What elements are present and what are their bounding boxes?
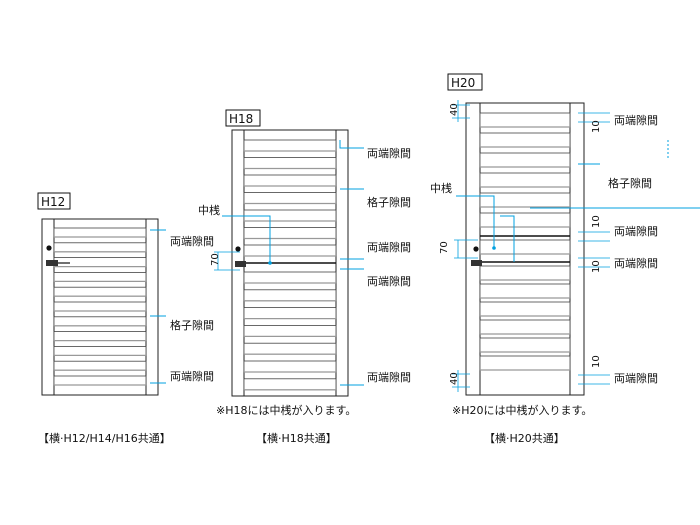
h20-slat: [479, 112, 571, 128]
h18-nakasan-label: 中桟: [198, 203, 220, 217]
h12-slats: [53, 227, 147, 386]
h18-slat: [243, 227, 337, 239]
h12-slat: [53, 345, 147, 356]
h12-slat: [53, 271, 147, 282]
h20-note: ※H20には中桟が入ります。: [452, 403, 592, 417]
h20-right-stile: [569, 102, 585, 396]
h12-ryotan-top-label: 両端隙間: [170, 234, 214, 248]
h18-slat: [243, 157, 337, 169]
gate-h18: H18 中桟 70 両端隙間 格子隙間 両端隙間 両端隙間 両端隙間 ※H18に…: [198, 109, 411, 445]
gate-h12: H12 両端隙間 格子隙間 両端隙間 【横·H12/H14/H16共通】: [37, 192, 214, 445]
h18-slat: [243, 192, 337, 204]
h12-slat: [53, 286, 147, 297]
h20-caption: 【横·H20共通】: [484, 431, 565, 445]
h20-dim-10-2: 10: [591, 215, 602, 228]
h20-ryotan-3-label: 両端隙間: [614, 256, 658, 270]
h12-right-stile: [145, 218, 159, 396]
h20-slat: [479, 172, 571, 188]
h12-slat: [53, 242, 147, 253]
h18-caption: 【横·H18共通】: [256, 431, 337, 445]
h20-slat: [479, 337, 571, 353]
h20-handle-icon: [471, 260, 482, 266]
h18-handle-icon: [235, 261, 246, 267]
h12-slat: [53, 375, 147, 386]
h18-slat: [243, 360, 337, 373]
h12-left-stile: [41, 218, 55, 396]
h12-koshi-label: 格子隙間: [170, 318, 214, 332]
h18-lock-icon: [235, 246, 241, 252]
h18-slat: [243, 174, 337, 187]
h20-dim-10-1: 10: [591, 120, 602, 133]
h18-koshi-label: 格子隙間: [367, 195, 411, 209]
h12-caption: 【横·H12/H14/H16共通】: [38, 431, 171, 445]
h18-slat: [243, 342, 337, 355]
h18-slat: [243, 139, 337, 152]
h20-dim-10-3: 10: [591, 260, 602, 273]
h20-dim-70: 70: [439, 241, 450, 254]
h12-slat: [53, 360, 147, 371]
h18-ryotan-4-label: 両端隙間: [367, 370, 411, 384]
h20-lock-icon: [473, 246, 479, 252]
h18-slat: [243, 244, 337, 257]
h12-lock-icon: [46, 245, 52, 251]
h20-tag: H20: [451, 76, 475, 90]
h20-slat: [479, 283, 571, 299]
h20-koshi-label: 格子隙間: [608, 176, 652, 190]
h20-slat: [479, 319, 571, 335]
h20-slat: [479, 265, 571, 281]
h20-ryotan-4-label: 両端隙間: [614, 371, 658, 385]
h20-nakasan-label: 中桟: [430, 181, 452, 195]
h12-slat: [53, 257, 147, 268]
gate-h20: H20 中桟 40 70 40 10 10 10 10 両端隙間: [430, 73, 700, 445]
h20-dim-40-top: 40: [449, 103, 460, 116]
h18-slat: [243, 271, 337, 284]
h12-tag: H12: [41, 195, 65, 209]
h12-slat: [53, 331, 147, 342]
h18-right-stile: [335, 129, 349, 397]
h18-tag: H18: [229, 112, 253, 126]
h18-dim-70: 70: [210, 253, 221, 266]
h20-ryotan-1-label: 両端隙間: [614, 113, 658, 127]
h20-slat: [479, 301, 571, 317]
h20-dim-40-bottom: 40: [449, 372, 460, 385]
h18-slat: [243, 307, 337, 320]
h20-slat: [479, 132, 571, 148]
h12-handle-icon: [46, 260, 58, 266]
h20-slat: [479, 355, 571, 371]
h12-slat: [53, 301, 147, 312]
h18-slat: [243, 324, 337, 337]
h20-slat: [479, 152, 571, 168]
h12-slat: [53, 227, 147, 238]
h12-slat: [53, 316, 147, 327]
h20-slats: [479, 112, 571, 371]
h18-ryotan-2-label: 両端隙間: [367, 240, 411, 254]
h18-slats: [243, 139, 337, 391]
h18-ryotan-1-label: 両端隙間: [367, 146, 411, 160]
h18-note: ※H18には中桟が入ります。: [216, 403, 356, 417]
h20-dim-10-4: 10: [591, 355, 602, 368]
h18-slat: [243, 289, 337, 302]
h18-slat: [243, 378, 337, 391]
h18-ryotan-3-label: 両端隙間: [367, 274, 411, 288]
h12-tag-box: [37, 192, 71, 210]
h18-tag-box: [225, 109, 261, 127]
h20-ryotan-2-label: 両端隙間: [614, 224, 658, 238]
h20-tag-box: [447, 73, 483, 91]
h12-ryotan-bottom-label: 両端隙間: [170, 369, 214, 383]
